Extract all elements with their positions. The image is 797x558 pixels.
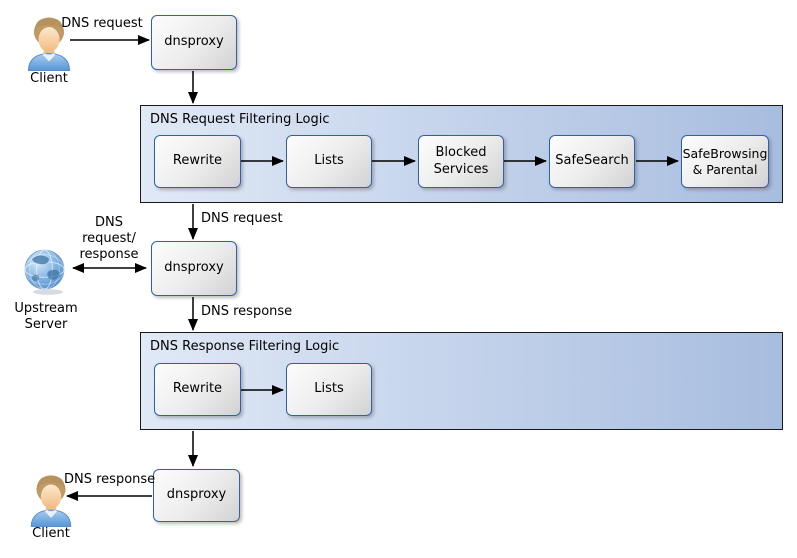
client-bottom-label: Client [32, 526, 70, 541]
step-safebrowsing-parental-label: SafeBrowsing & Parental [682, 145, 768, 177]
proxy-response-label: DNS response [201, 304, 293, 319]
dns-response-filtering-container: DNS Response Filtering Logic Rewrite Lis… [140, 332, 783, 430]
step-rewrite-response-label: Rewrite [172, 381, 223, 397]
step-rewrite-response: Rewrite [154, 363, 241, 416]
step-blocked-services: Blocked Services [418, 135, 504, 188]
dnsproxy-middle-node: dnsproxy [151, 241, 237, 296]
dnsproxy-top-node-label: dnsproxy [164, 34, 224, 50]
filtered-request-label: DNS request [201, 211, 283, 226]
step-lists-response-label: Lists [314, 381, 344, 397]
request-container-title: DNS Request Filtering Logic [150, 112, 330, 127]
step-rewrite-request-label: Rewrite [172, 153, 223, 169]
dnsproxy-middle-node-label: dnsproxy [164, 260, 224, 276]
response-container-title: DNS Response Filtering Logic [150, 339, 340, 354]
step-lists-request-label: Lists [314, 153, 344, 169]
step-safebrowsing-parental: SafeBrowsing & Parental [681, 135, 769, 188]
step-safesearch: SafeSearch [549, 135, 635, 188]
dnsproxy-bottom-node: dnsproxy [153, 469, 240, 522]
step-rewrite-request: Rewrite [154, 135, 241, 188]
step-lists-response: Lists [286, 363, 372, 416]
client-top-label: Client [30, 71, 68, 86]
dnsproxy-top-node: dnsproxy [151, 15, 237, 70]
dns-request-filtering-container: DNS Request Filtering Logic Rewrite List… [140, 105, 783, 203]
client-request-label: DNS request [61, 16, 143, 31]
step-blocked-services-label: Blocked Services [433, 145, 489, 177]
step-lists-request: Lists [286, 135, 372, 188]
client-response-label: DNS response [64, 472, 156, 487]
dnsproxy-bottom-node-label: dnsproxy [166, 487, 227, 503]
upstream-exchange-label: DNS request/ response [79, 215, 139, 262]
upstream-server-label: Upstream Server [14, 301, 78, 332]
step-safesearch-label: SafeSearch [555, 153, 629, 169]
globe-icon [24, 249, 65, 296]
